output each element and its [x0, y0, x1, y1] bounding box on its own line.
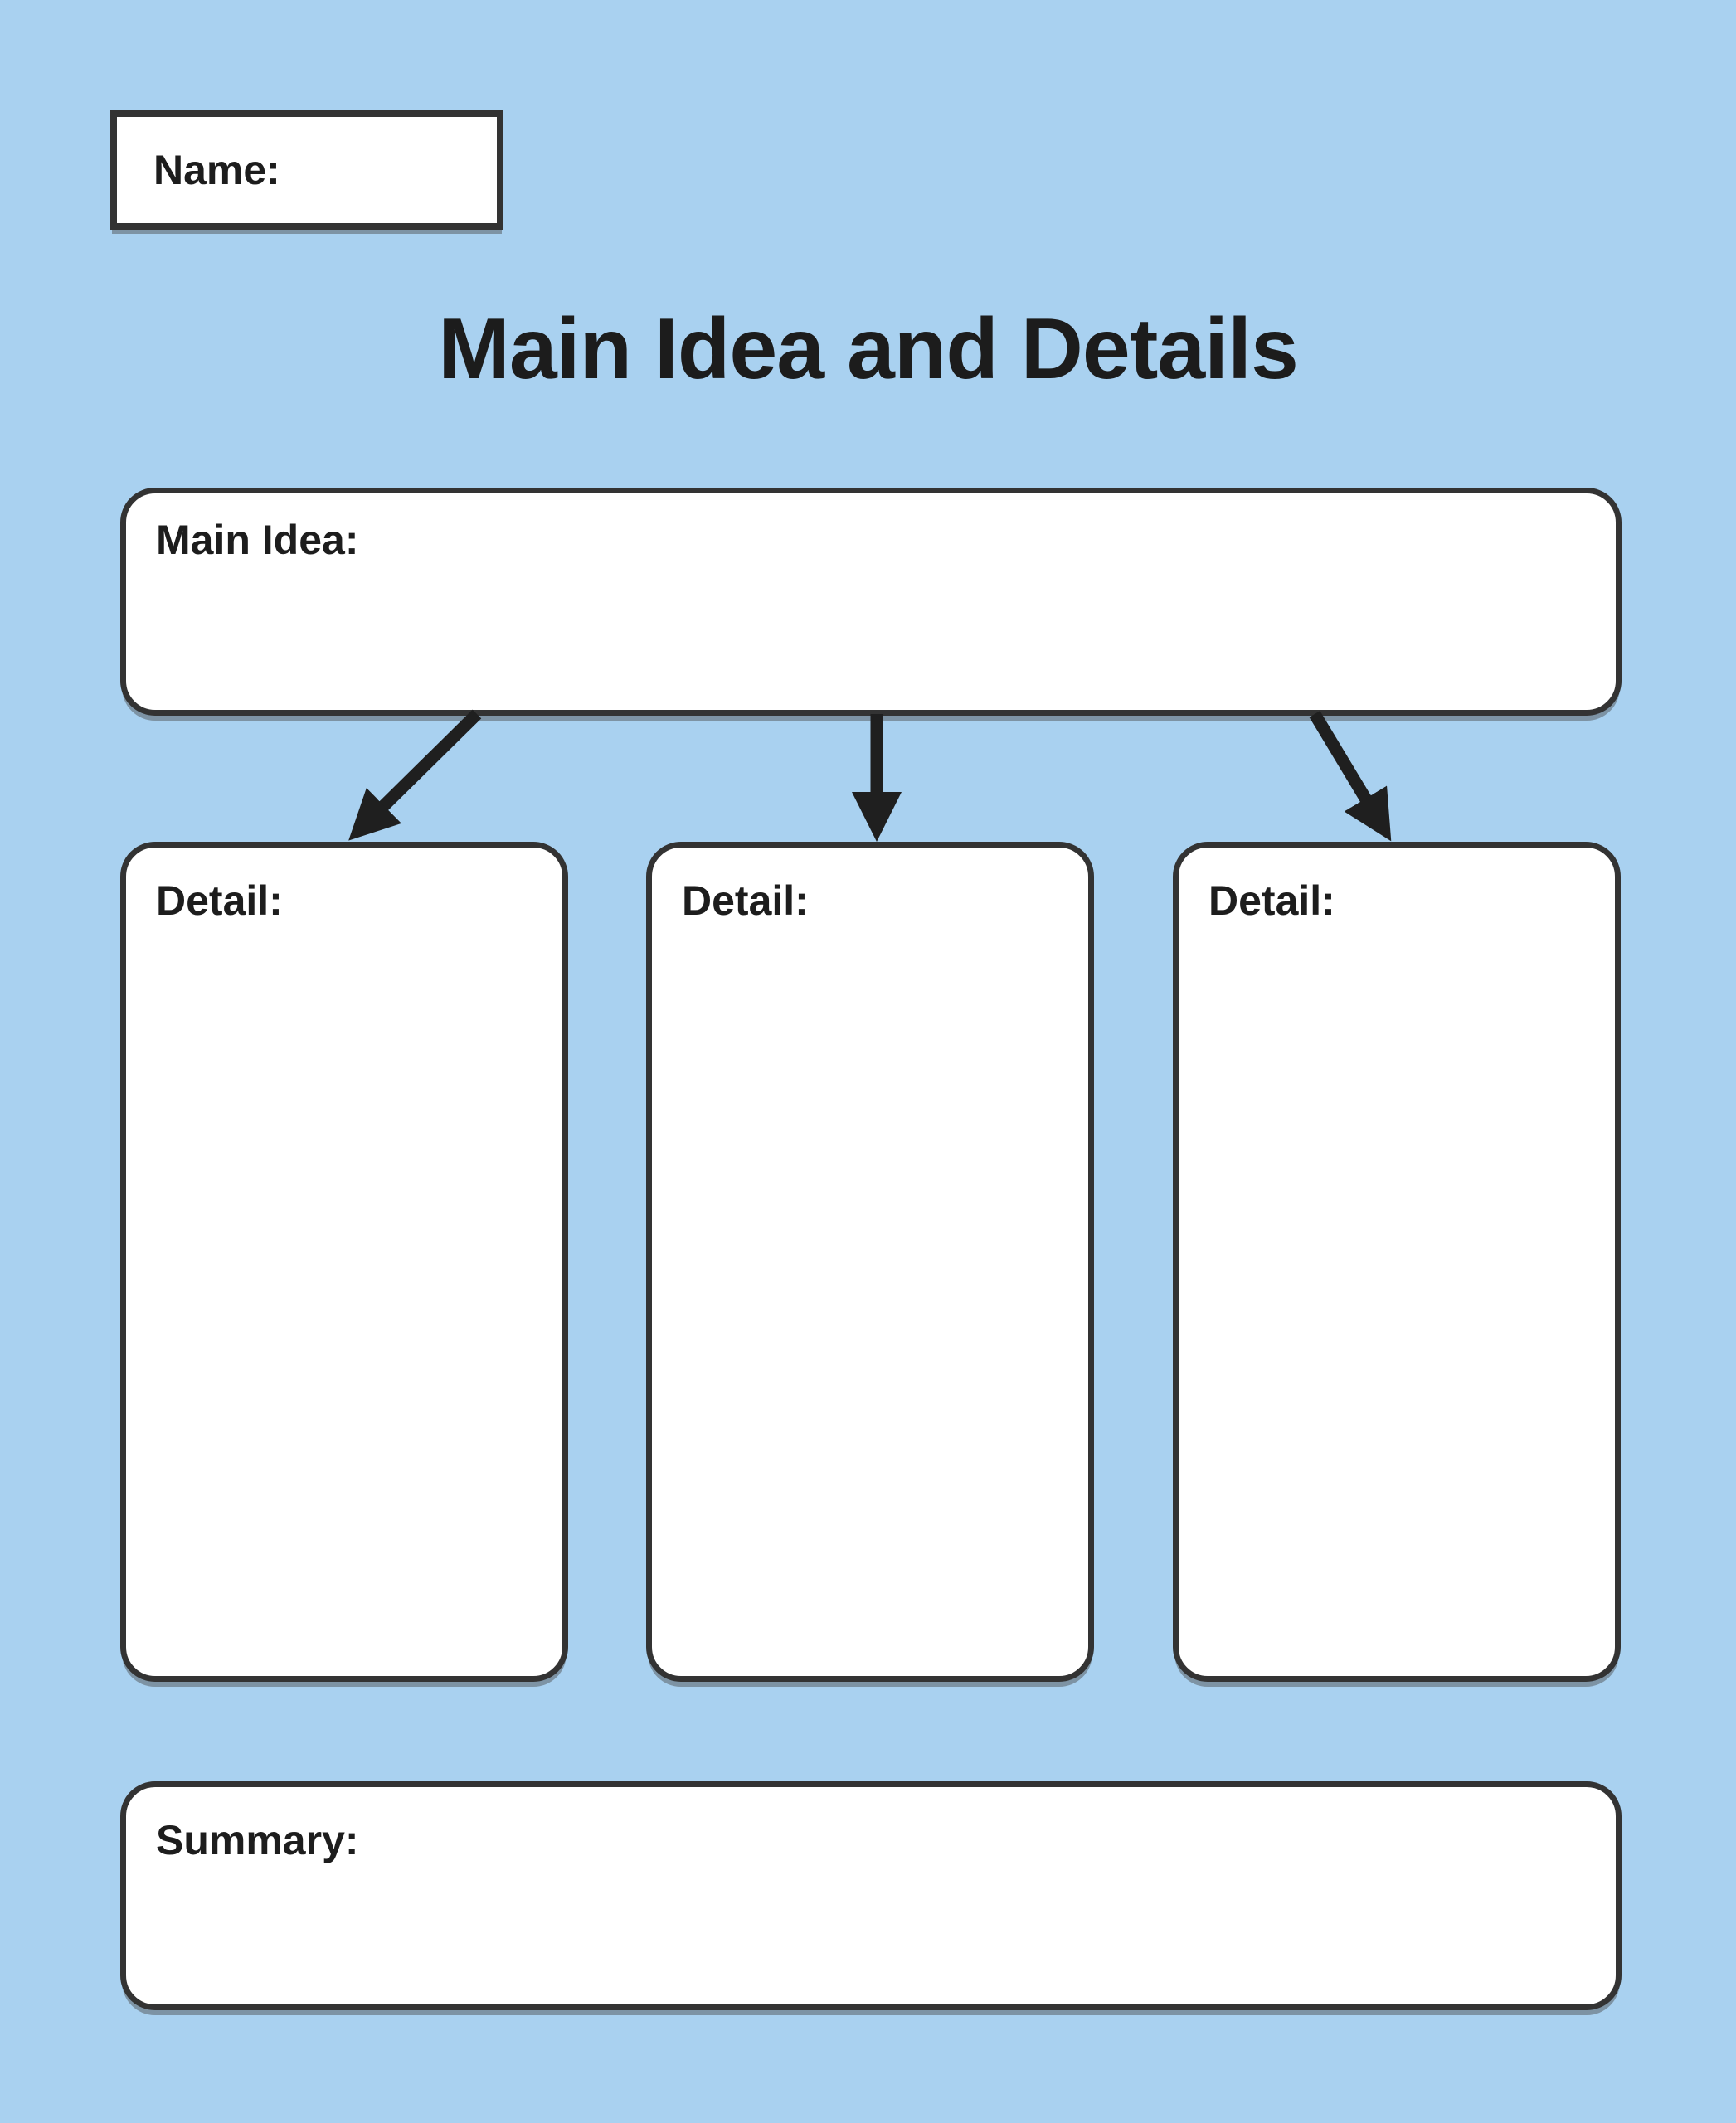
name-label: Name:	[153, 147, 280, 193]
main-idea-field[interactable]: Main Idea:	[120, 488, 1622, 716]
main-idea-label: Main Idea:	[156, 517, 359, 563]
summary-field[interactable]: Summary:	[120, 1781, 1622, 2010]
detail-label-1: Detail:	[156, 877, 283, 924]
page-title: Main Idea and Details	[438, 301, 1299, 397]
summary-label: Summary:	[156, 1817, 359, 1863]
arrow-down-left-icon	[348, 709, 482, 841]
detail-field-1[interactable]: Detail:	[120, 842, 568, 1682]
detail-label-3: Detail:	[1208, 877, 1335, 924]
name-field[interactable]: Name:	[110, 110, 503, 230]
detail-field-2[interactable]: Detail:	[646, 842, 1094, 1682]
arrow-down-right-icon	[1309, 711, 1392, 842]
main-idea-to-details-arrows	[348, 709, 1392, 842]
detail-field-3[interactable]: Detail:	[1173, 842, 1621, 1682]
detail-label-2: Detail:	[682, 877, 809, 924]
